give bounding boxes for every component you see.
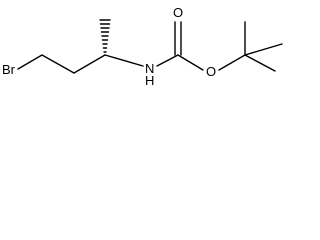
bond-br-c1: [17, 54, 43, 70]
atom-label-o-carbonyl: O: [173, 5, 183, 20]
boc-aminobutyl-bromide-structure: Br N H O O: [2, 5, 283, 88]
bond-c3-n: [104, 54, 144, 67]
bond-cq-me-right-up: [244, 43, 283, 56]
bond-n-ccarbonyl: [156, 54, 179, 67]
stereo-hashed-wedge: [99, 19, 111, 53]
bond-o-cq: [218, 54, 246, 71]
atom-label-o-ester: O: [206, 64, 216, 79]
atom-label-n: N: [145, 61, 154, 76]
bond-c2-c3: [73, 54, 106, 74]
atom-label-h: H: [145, 73, 154, 88]
bond-cq-me-right-down: [244, 54, 276, 72]
bond-c1-c2: [41, 54, 75, 74]
atom-label-br: Br: [2, 62, 16, 77]
structure-canvas: Br N H O O: [0, 0, 296, 88]
bond-ccarbonyl-o: [177, 54, 204, 71]
